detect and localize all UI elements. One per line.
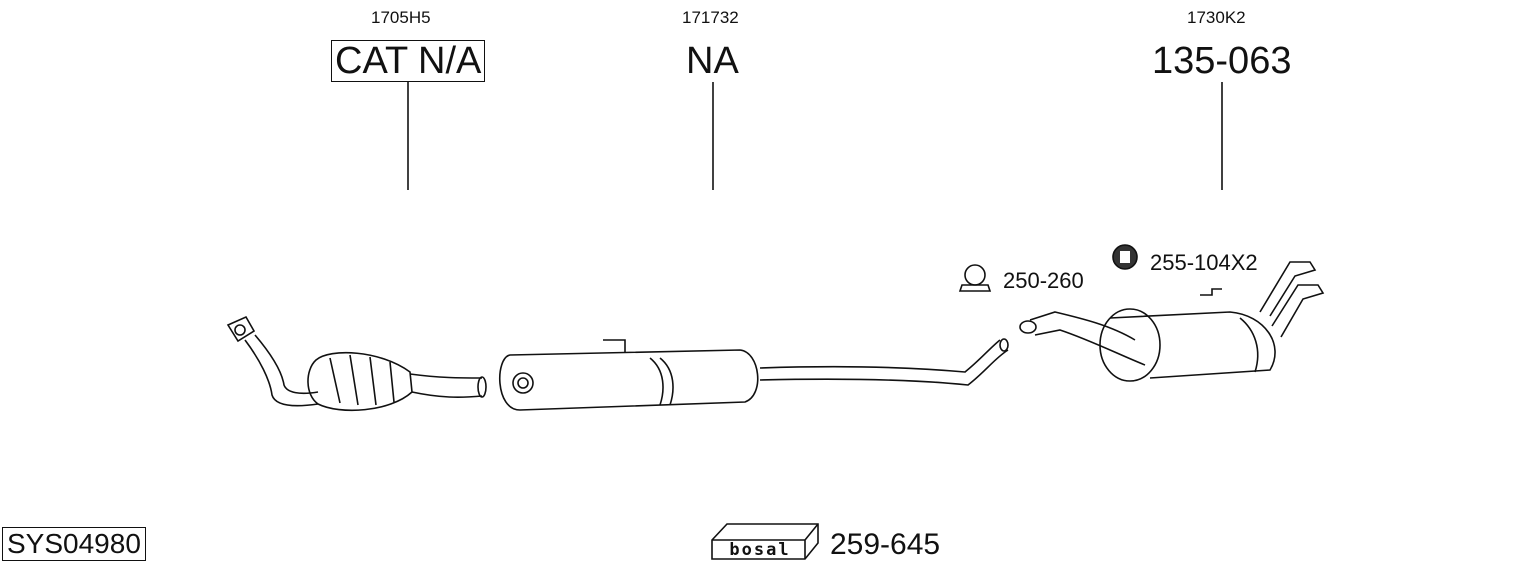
hanger-label[interactable]: 255-104X2 (1150, 250, 1258, 275)
bosal-box-icon (711, 523, 819, 560)
system-id: SYS04980 (2, 527, 146, 561)
middle-silencer-drawing (499, 338, 1009, 411)
catalytic-converter-drawing (226, 315, 487, 412)
rear-silencer-drawing (1019, 261, 1325, 382)
part-code-2: 171732 (682, 8, 739, 27)
part-ref-1[interactable]: CAT N/A (331, 40, 486, 82)
kit-label[interactable]: 259-645 (830, 528, 941, 561)
clamp-label[interactable]: 250-260 (1003, 268, 1084, 293)
bosal-logo: bosal (729, 540, 791, 560)
rubber-hanger-icon (1112, 244, 1138, 270)
part-code-3: 1730K2 (1187, 8, 1246, 27)
clamp-icon (958, 264, 992, 292)
part-ref-2[interactable]: NA (686, 40, 739, 82)
part-ref-3[interactable]: 135-063 (1152, 40, 1292, 82)
part-code-1: 1705H5 (371, 8, 431, 27)
